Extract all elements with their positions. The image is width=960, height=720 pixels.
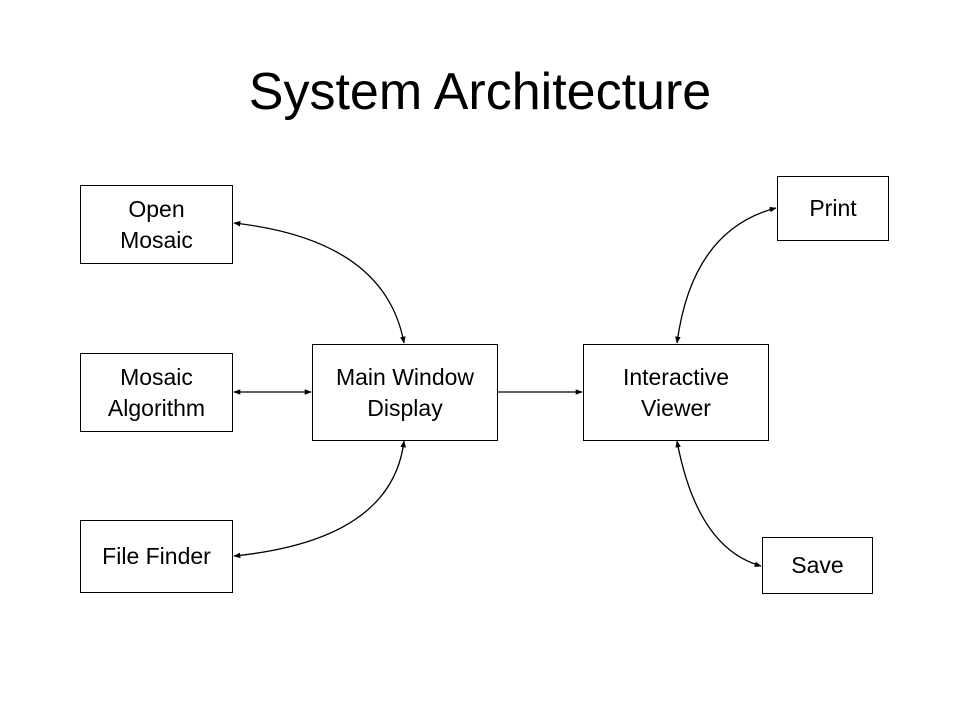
edge-interactive-viewer-save [675, 440, 762, 567]
node-interactive-viewer: Interactive Viewer [583, 344, 769, 441]
edge-interactive-viewer-print [675, 206, 777, 344]
page-title: System Architecture [248, 63, 712, 121]
edge-main-window-file-finder [233, 440, 407, 559]
node-file-finder: File Finder [80, 520, 233, 593]
node-mosaic-algorithm: Mosaic Algorithm [80, 353, 233, 432]
node-open-mosaic: Open Mosaic [80, 185, 233, 264]
node-save: Save [762, 537, 873, 594]
node-main-window-display: Main Window Display [312, 344, 498, 441]
node-print: Print [777, 176, 889, 241]
edge-main-window-open-mosaic [233, 220, 406, 344]
